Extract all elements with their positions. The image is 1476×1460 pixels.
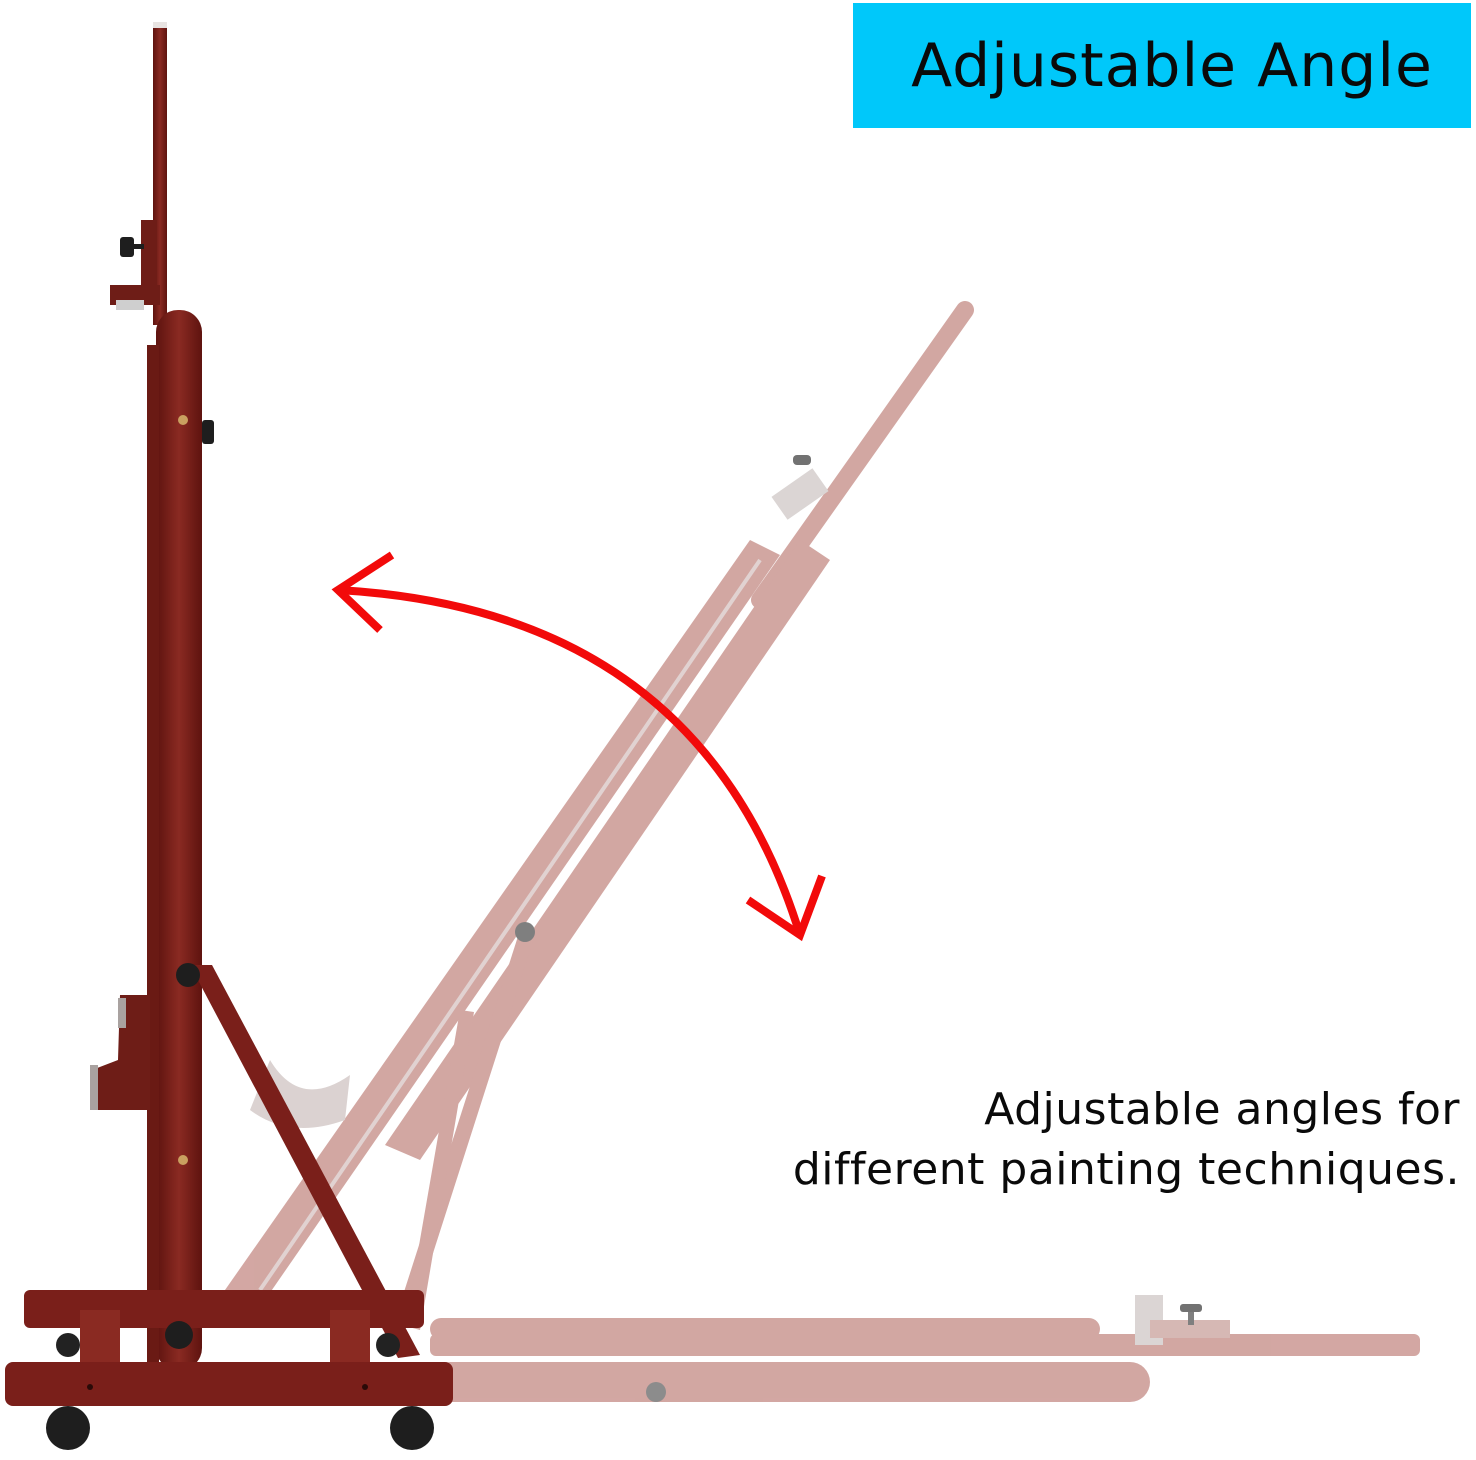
caption-line-1: Adjustable angles for [984, 1084, 1460, 1135]
caster-wheel-icon [46, 1333, 434, 1450]
easel-tilted-position [225, 301, 974, 1330]
easel-upright-position [5, 22, 453, 1450]
caption-line-2: different painting techniques. [792, 1144, 1460, 1195]
banner-title: Adjustable Angle [911, 30, 1433, 101]
easel-flat-position [430, 1295, 1420, 1402]
title-banner: Adjustable Angle [853, 3, 1471, 128]
rotation-arrow-icon [331, 551, 826, 942]
feature-caption: Adjustable angles for different painting… [720, 1080, 1460, 1200]
